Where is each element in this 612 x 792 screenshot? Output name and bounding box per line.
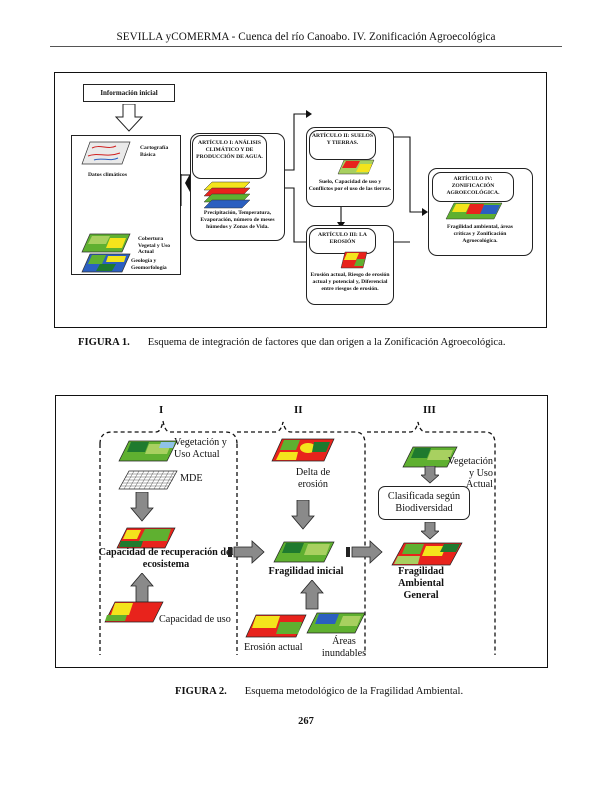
geologia-label: Geología y Geomorfología xyxy=(131,258,167,271)
info-down-arrow xyxy=(114,104,144,132)
articulo-1-maps xyxy=(203,181,251,209)
articulo-3-title-box xyxy=(309,228,376,254)
col2-fragilidad-inicial-label: Fragilidad inicial xyxy=(268,566,344,577)
col2-erosion-actual-label: Erosión actual xyxy=(244,642,303,653)
geologia-map xyxy=(81,253,131,273)
figure-1-caption-label: FIGURA 1. xyxy=(78,337,130,348)
col2-delta-map xyxy=(271,438,335,462)
articulo-2-title-box xyxy=(309,130,376,160)
col2-down-arrow xyxy=(291,500,315,530)
datos-climaticos-label: Datos climáticos xyxy=(88,172,127,178)
col3-fragilidad-ambiental-label: Fragilidad Ambiental General xyxy=(398,566,444,601)
col3-down-arrow-1 xyxy=(421,466,439,484)
col1-capacidad-recuperacion-label: Capacidad de recuperación del ecosistema xyxy=(98,547,234,570)
figure-1-caption: FIGURA 1. Esquema de integración de facto… xyxy=(78,337,558,348)
articulo-4-title: ARTÍCULO IV: ZONIFICACIÓN AGROECOLÓGICA. xyxy=(446,176,500,196)
numeral-II: II xyxy=(294,404,303,416)
page-number: 267 xyxy=(298,716,314,727)
col1-vegetacion-map xyxy=(118,440,178,462)
col3-vegetacion-label: Vegetación y Uso Actual xyxy=(447,456,493,490)
articulo-4-title-box xyxy=(432,172,514,202)
header-rule xyxy=(50,46,562,47)
figure-1-caption-text: Esquema de integración de factores que d… xyxy=(147,337,506,348)
articulo-4-output: Fragilidad ambiental, áreas críticas y Z… xyxy=(447,224,513,244)
cartografia-label: Cartografía Básica xyxy=(140,145,169,158)
col2-areas-map xyxy=(306,612,366,634)
articulo-3-map xyxy=(340,251,368,269)
col1-vegetacion-label: Vegetación y Uso Actual xyxy=(174,437,227,460)
articulo-1-output: Precipitación, Temperatura, Evaporación,… xyxy=(200,210,275,230)
figure-1-frame xyxy=(54,72,547,328)
running-head: SEVILLA yCOMERMA - Cuenca del río Canoab… xyxy=(116,31,496,43)
col2-fragilidad-inicial-map xyxy=(273,541,335,563)
col1-capacidad-uso-map xyxy=(104,601,164,623)
col3-vegetacion-map xyxy=(402,446,458,468)
col3-fragilidad-ambiental-map xyxy=(391,542,463,566)
col3-clasificada-box: Clasificada según Biodiversidad xyxy=(378,486,470,520)
articulo-2-title: ARTÍCULO II: SUELOS Y TIERRAS. xyxy=(311,133,374,146)
col1-down-arrow xyxy=(130,492,154,522)
numeral-III: III xyxy=(423,404,436,416)
articulo-2-map xyxy=(337,159,375,175)
col2-delta-label: Delta de erosión xyxy=(295,467,331,490)
col2-erosion-map xyxy=(245,614,307,638)
cobertura-map xyxy=(81,233,131,253)
col3-down-arrow-2 xyxy=(421,522,439,540)
col1-up-arrow xyxy=(130,573,154,603)
articulo-1-title: ARTÍCULO I: ANÁLISIS CLIMÁTICO Y DE PROD… xyxy=(196,140,263,160)
cobertura-label: Cobertura Vegetal y Uso Actual xyxy=(138,236,171,255)
figure-2-caption-text: Esquema metodológico de la Fragilidad Am… xyxy=(244,686,464,697)
col1-mde-grid xyxy=(118,470,178,490)
articulo-1-title-box xyxy=(192,135,267,179)
arrow-col2-to-col3 xyxy=(346,540,383,564)
figure-2-caption: FIGURA 2. Esquema metodológico de la Frag… xyxy=(175,686,555,697)
figure-2-caption-label: FIGURA 2. xyxy=(175,686,227,697)
arrow-col1-to-col2 xyxy=(228,540,265,564)
col1-mde-label: MDE xyxy=(180,473,203,484)
cartografia-map xyxy=(81,141,131,165)
col1-capacidad-recuperacion-map xyxy=(116,527,176,549)
articulo-3-output: Erosión actual, Riesgo de erosión actual… xyxy=(310,272,390,292)
col1-capacidad-uso-label: Capacidad de uso xyxy=(159,614,231,625)
numeral-I: I xyxy=(159,404,164,416)
col2-up-arrow xyxy=(300,580,324,610)
figure-2-frame xyxy=(55,395,548,668)
articulo-2-output: Suelo, Capacidad de uso y Conflictos por… xyxy=(308,179,392,192)
info-inicial-box: Información inicial xyxy=(83,84,175,102)
articulo-3-title: ARTÍCULO III: LA EROSIÓN xyxy=(318,232,367,245)
col2-areas-inundables-label: Áreas inundables xyxy=(321,636,367,659)
articulo-4-map xyxy=(445,202,503,220)
